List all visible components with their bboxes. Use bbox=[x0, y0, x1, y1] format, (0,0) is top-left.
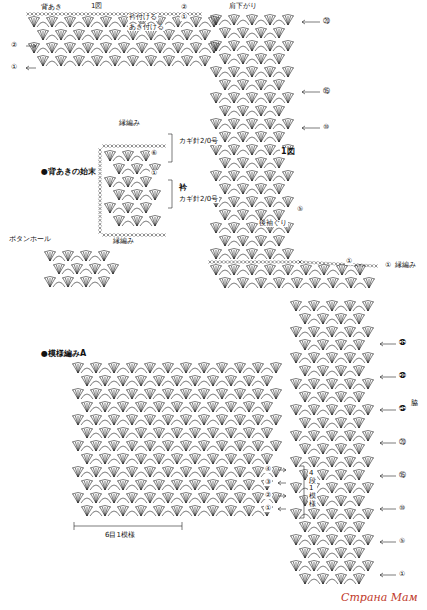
row-arrow bbox=[26, 44, 36, 48]
row-arrow bbox=[302, 90, 320, 94]
shell-stitches bbox=[290, 301, 374, 585]
chart-label: ●模様編みA bbox=[40, 350, 87, 358]
chart-label: ㉕ bbox=[398, 406, 407, 413]
chart-label: カギ針2/0号 bbox=[178, 138, 219, 145]
row-arrow bbox=[380, 507, 396, 511]
chart-label: 1図 bbox=[90, 3, 103, 10]
row-arrow bbox=[380, 375, 396, 379]
edge-stitches bbox=[99, 149, 102, 234]
chart-label: ① bbox=[10, 64, 18, 71]
row-arrow bbox=[380, 540, 396, 544]
chart-label: 衿 bbox=[178, 184, 188, 192]
row-arrow bbox=[380, 474, 396, 478]
row-arrow bbox=[380, 342, 396, 346]
chart-label: ⑩ bbox=[398, 505, 406, 512]
row-arrow bbox=[278, 494, 286, 498]
chart-label: ㉟ bbox=[398, 340, 407, 347]
row-arrow bbox=[380, 408, 396, 412]
chart-label: 縁編み bbox=[112, 238, 135, 245]
edge-stitches bbox=[299, 261, 378, 268]
repeat-bracket bbox=[74, 522, 182, 530]
repeat-bracket bbox=[300, 466, 304, 518]
shell-stitches bbox=[210, 265, 375, 289]
chart-label: ⑤ bbox=[296, 206, 304, 213]
chart-label: 衿付ける bbox=[128, 14, 158, 21]
stitches bbox=[26, 13, 396, 585]
row-arrow bbox=[278, 468, 286, 472]
chart-label: あき付ける bbox=[128, 24, 165, 31]
row-arrow bbox=[380, 573, 396, 577]
shell-stitches bbox=[104, 151, 161, 227]
chart-label: 4段1模様 bbox=[308, 470, 317, 508]
chart-label: ⑳ bbox=[322, 18, 331, 25]
chart-label: ⑳ bbox=[398, 439, 407, 446]
chart-label: ㉚ bbox=[398, 373, 407, 380]
chart-label: ① bbox=[150, 170, 158, 177]
chart-label: ① bbox=[398, 571, 406, 578]
edge-stitches bbox=[103, 234, 166, 237]
chart-label: 後袖ぐり bbox=[258, 220, 288, 227]
chart-label: 脇 bbox=[410, 400, 419, 408]
chart-label: ② bbox=[264, 492, 272, 499]
chart-label: 縁編み bbox=[394, 262, 417, 269]
chart-label: ② bbox=[10, 42, 18, 49]
row-arrow bbox=[380, 441, 396, 445]
chart-label: 縁編み bbox=[118, 120, 141, 127]
chart-label: ⑮ bbox=[322, 88, 331, 95]
collar-bracket bbox=[168, 134, 172, 208]
chart-label: カギ針2/0号 bbox=[178, 196, 219, 203]
chart-label: 背あき bbox=[40, 4, 63, 11]
chart-label: ボタンホール bbox=[8, 236, 52, 243]
chart-label: ① bbox=[384, 262, 392, 269]
chart-label: ●背あきの始末 bbox=[40, 168, 97, 176]
chart-label: ① bbox=[264, 505, 272, 512]
shell-stitches bbox=[28, 17, 220, 67]
chart-label: ⑥ bbox=[150, 150, 158, 157]
chart-label: ⑤ bbox=[398, 538, 406, 545]
chart-label: ③ bbox=[264, 479, 272, 486]
shell-stitches bbox=[44, 251, 119, 288]
chart-label: ④ bbox=[264, 466, 272, 473]
row-arrow bbox=[302, 20, 320, 24]
shell-stitches bbox=[210, 15, 294, 260]
edge-stitches bbox=[103, 145, 166, 148]
row-arrow bbox=[278, 507, 286, 511]
chart-label: 1図 bbox=[280, 148, 296, 156]
row-arrow bbox=[26, 66, 36, 70]
edge-stitches bbox=[209, 261, 302, 264]
chart-label: 肩下がり bbox=[228, 3, 258, 10]
row-arrow bbox=[302, 126, 320, 130]
chart-label: ② bbox=[180, 4, 188, 11]
chart-label: ⑮ bbox=[398, 472, 407, 479]
edge-stitches bbox=[27, 13, 202, 16]
chart-label: ⑩ bbox=[322, 124, 330, 131]
chart-label: ① bbox=[180, 14, 188, 21]
shell-stitches bbox=[72, 363, 282, 517]
watermark: Страна Мам bbox=[340, 592, 419, 603]
chart-label: 6目1模様 bbox=[104, 532, 136, 539]
row-arrow bbox=[278, 481, 286, 485]
chart-label: ① bbox=[345, 258, 353, 265]
